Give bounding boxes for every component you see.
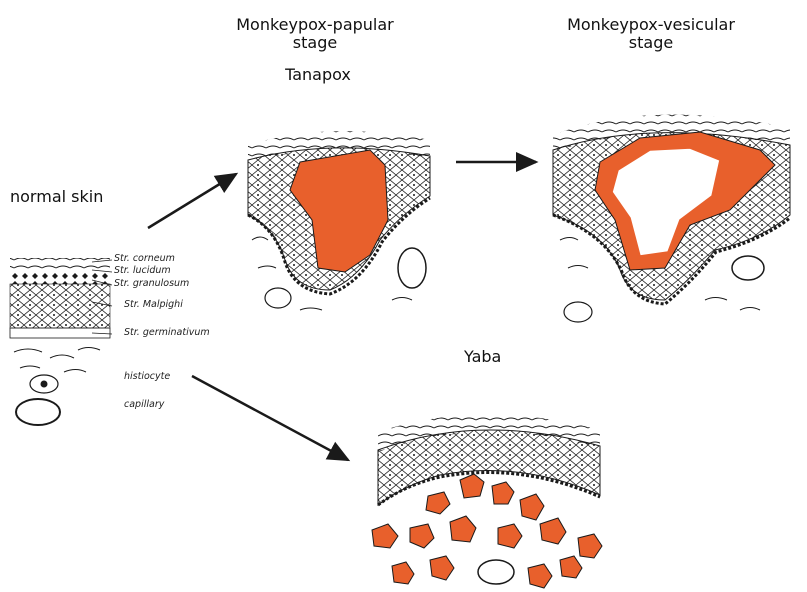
yaba-tumor-cell bbox=[426, 492, 450, 514]
layer-label-capillary: capillary bbox=[124, 400, 164, 410]
yaba-tumor-cell bbox=[460, 474, 484, 498]
layer-label-histiocyte: histiocyte bbox=[124, 372, 170, 382]
normal-granulosum-band bbox=[10, 272, 110, 284]
vesicular-stage-line1: Monkeypox-vesicular bbox=[556, 16, 746, 34]
yaba-tumor-cell bbox=[560, 556, 582, 578]
yaba-tumor-cell bbox=[578, 534, 602, 558]
normal-skin-panel bbox=[10, 258, 110, 425]
yaba-tumor-cell bbox=[430, 556, 454, 580]
yaba-tumor-cell bbox=[450, 516, 476, 542]
layer-label-corneum: Str. corneum bbox=[114, 254, 175, 264]
layer-label-lucidum: Str. lucidum bbox=[114, 266, 171, 276]
yaba-tumor-cell bbox=[540, 518, 566, 544]
leader-germinativum bbox=[92, 333, 112, 334]
yaba-epidermis bbox=[378, 430, 600, 505]
papular-stage-title: Monkeypox-papular stage bbox=[230, 16, 400, 51]
layer-label-germinativum: Str. germinativum bbox=[124, 328, 210, 338]
papular-capillary bbox=[398, 248, 426, 288]
capillary-vessel bbox=[16, 399, 60, 425]
papular-stage-line1: Monkeypox-papular bbox=[230, 16, 400, 34]
normal-corneum-band bbox=[10, 258, 110, 270]
vesicular-stage-title: Monkeypox-vesicular stage bbox=[556, 16, 746, 51]
leader-lucidum bbox=[92, 270, 112, 272]
yaba-tumor-cell bbox=[410, 524, 434, 548]
normal-dermis-fibers bbox=[14, 348, 100, 373]
yaba-tumor-cell bbox=[520, 494, 544, 520]
normal-skin-title: normal skin bbox=[10, 188, 103, 206]
yaba-title: Yaba bbox=[464, 348, 501, 366]
vesicular-panel bbox=[553, 115, 790, 322]
papular-stage-line2: stage bbox=[230, 34, 400, 52]
yaba-tumor-cell bbox=[528, 564, 552, 588]
tanapox-title: Tanapox bbox=[278, 66, 358, 84]
vesicular-stage-line2: stage bbox=[556, 34, 746, 52]
papular-histiocyte bbox=[265, 288, 291, 308]
layer-label-granulosum: Str. granulosum bbox=[114, 279, 189, 289]
arrow-normal-to-papular bbox=[148, 174, 236, 228]
yaba-histiocyte-proliferation bbox=[372, 474, 602, 588]
histiocyte-nucleus bbox=[41, 381, 48, 388]
yaba-tumor-cell bbox=[492, 482, 514, 504]
yaba-tumor-cell bbox=[372, 524, 398, 548]
vesicular-capillary bbox=[732, 256, 764, 280]
normal-malpighi-band bbox=[10, 284, 110, 328]
arrow-normal-to-yaba bbox=[192, 376, 348, 460]
vesicular-histiocyte bbox=[564, 302, 592, 322]
yaba-panel bbox=[372, 414, 602, 588]
yaba-tumor-cell bbox=[392, 562, 414, 584]
papular-panel bbox=[248, 131, 430, 310]
yaba-tumor-cell bbox=[498, 524, 522, 548]
layer-label-malpighi: Str. Malpighi bbox=[124, 300, 183, 310]
yaba-capillary bbox=[478, 560, 514, 584]
